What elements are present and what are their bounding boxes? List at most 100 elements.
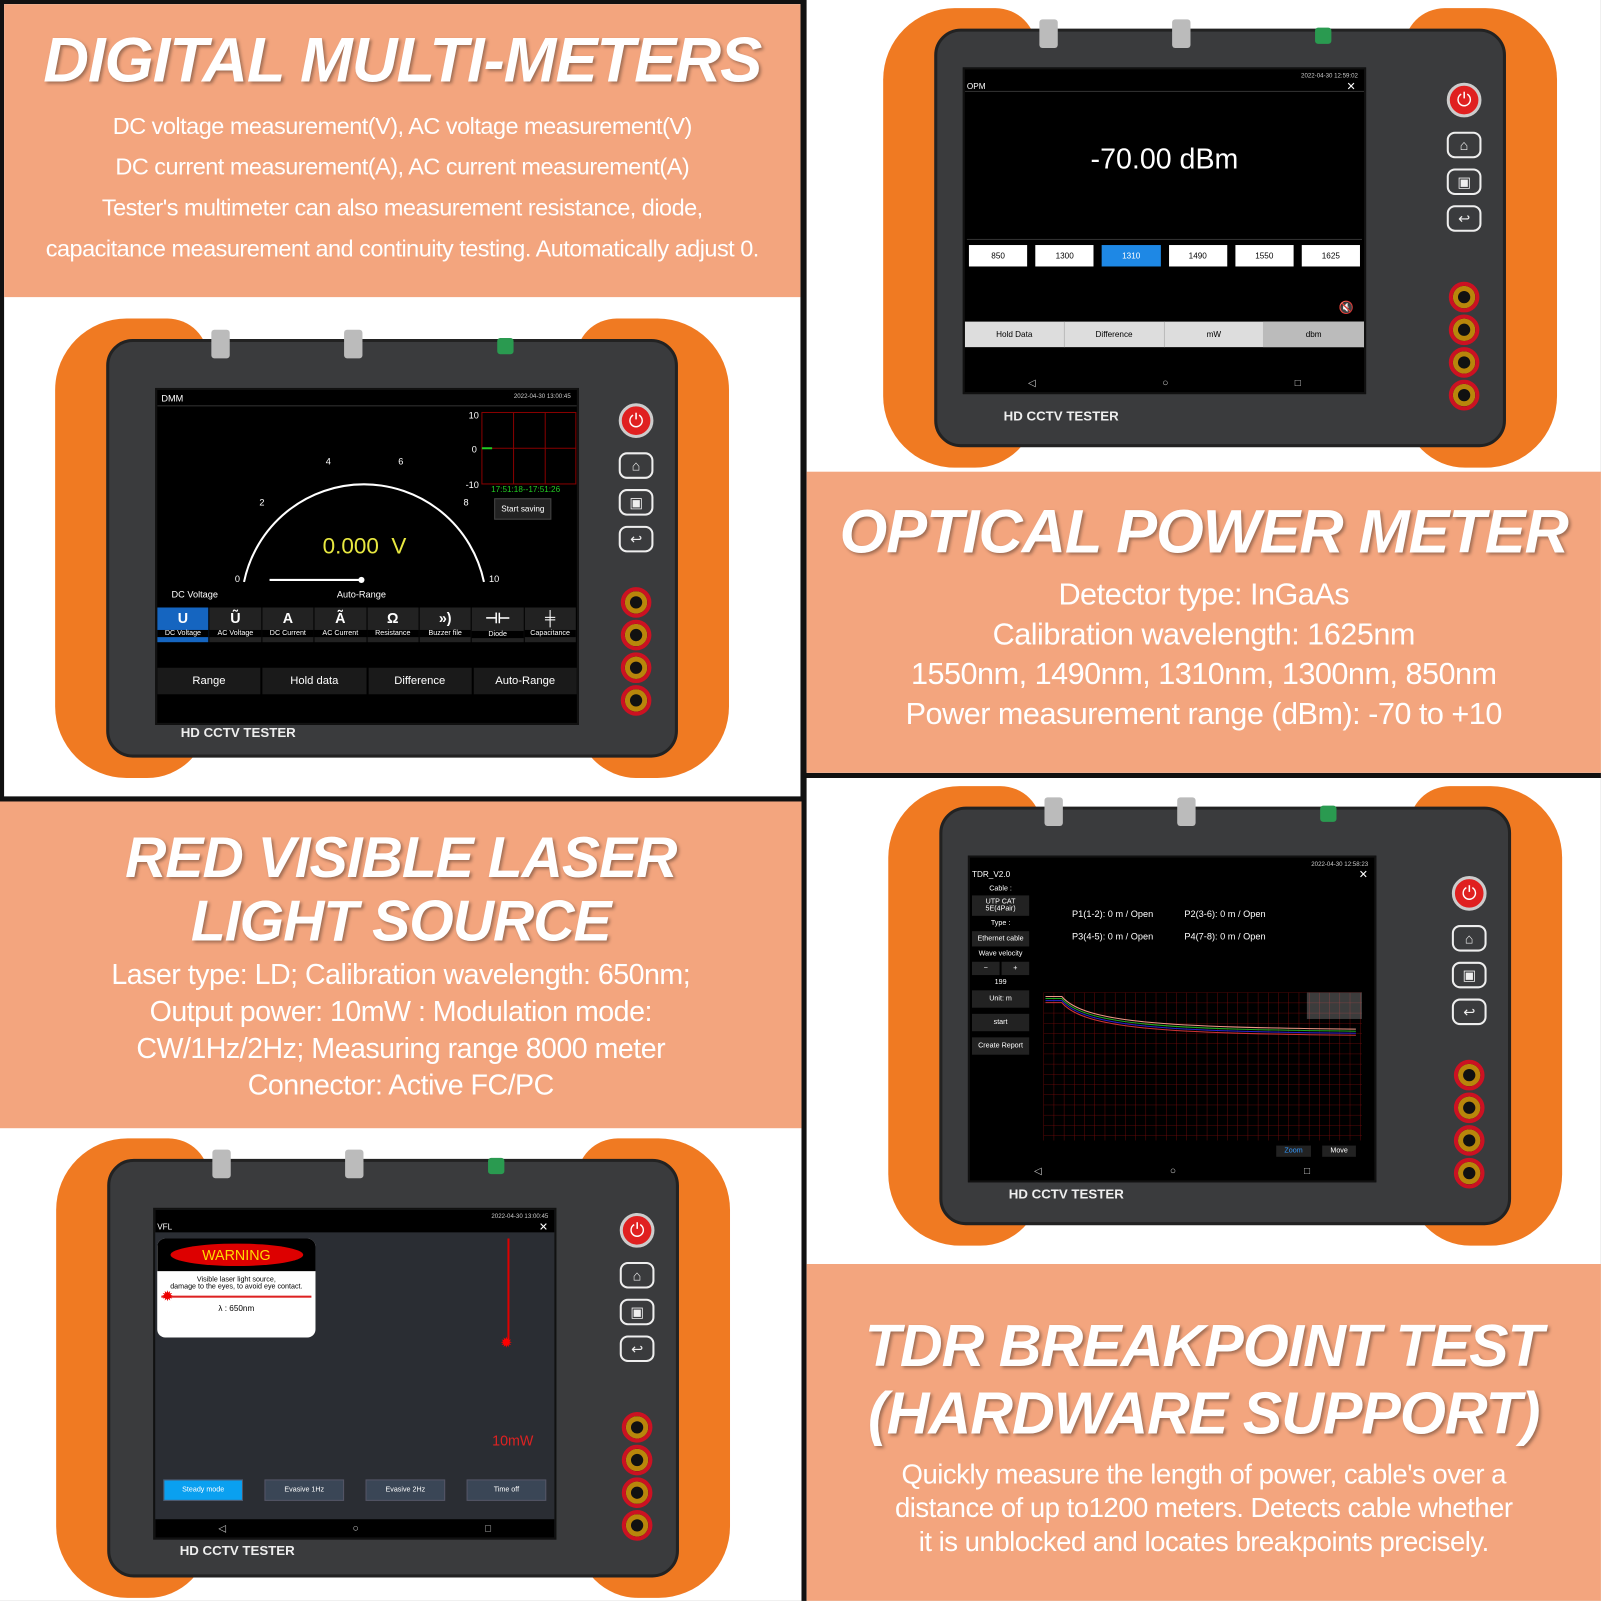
cable-select[interactable]: UTP CAT 5E(4Pair): [971, 895, 1030, 916]
function-icon: A: [282, 609, 294, 626]
gauge: [243, 411, 577, 583]
home-button[interactable]: ⌂: [1451, 925, 1487, 952]
back-button[interactable]: ↩: [1451, 998, 1487, 1026]
power-button[interactable]: ⏻: [618, 403, 654, 439]
wave-minus-button[interactable]: −: [971, 961, 1000, 976]
brand-label: HD CCTV TESTER: [179, 1542, 295, 1559]
power-button[interactable]: ⏻: [1446, 82, 1482, 118]
mode-button[interactable]: Time off: [466, 1479, 547, 1501]
mute-icon[interactable]: 🔇: [1338, 300, 1354, 315]
chart-tick: 10: [468, 410, 479, 421]
mode-button[interactable]: Evasive 1Hz: [264, 1479, 345, 1501]
mode-label: DC Voltage: [171, 589, 219, 600]
vfl-description: Laser type: LD; Calibration wavelength: …: [0, 957, 801, 1104]
wavelength-button[interactable]: 1490: [1168, 245, 1227, 267]
back-button[interactable]: ↩: [619, 1335, 655, 1363]
warning-title: WARNING: [169, 1243, 303, 1267]
mode-button[interactable]: Evasive 2Hz: [365, 1479, 446, 1501]
bottom-button[interactable]: Difference: [1065, 321, 1165, 348]
wavelength-label: λ : 650nm: [218, 1303, 255, 1314]
dmm-description: DC voltage measurement(V), AC voltage me…: [4, 105, 800, 268]
desc-line: Tester's multimeter can also measurement…: [101, 193, 703, 221]
laser-icon: ✹: [161, 1287, 174, 1304]
wave-plus-button[interactable]: +: [1001, 961, 1030, 976]
android-navbar: ◁○□: [964, 373, 1365, 393]
bottom-button[interactable]: Range: [157, 667, 261, 695]
back-button[interactable]: ↩: [1446, 205, 1482, 232]
home-button[interactable]: ⌂: [1446, 131, 1482, 159]
unit-button[interactable]: Unit: m: [971, 990, 1030, 1008]
desc-line: Quickly measure the length of power, cab…: [901, 1459, 1507, 1490]
function-icon: Ω: [387, 609, 399, 626]
function-icon: Ã: [335, 609, 346, 626]
function-tab[interactable]: ⊣⊢Diode: [471, 607, 524, 643]
close-icon[interactable]: ✕: [1346, 80, 1356, 93]
bottom-button[interactable]: mW: [1164, 321, 1265, 348]
status-datetime: 2022-04-30 13:00:45: [491, 1213, 549, 1221]
back-button[interactable]: ↩: [618, 525, 654, 553]
screen-button[interactable]: ▣: [1451, 961, 1487, 989]
home-button[interactable]: ⌂: [619, 1261, 655, 1289]
wavelength-button[interactable]: 1625: [1301, 245, 1361, 267]
function-icon: »): [438, 609, 452, 626]
move-button[interactable]: Move: [1322, 1145, 1357, 1157]
bottom-button[interactable]: Difference: [368, 667, 472, 695]
function-label: AC Voltage: [209, 629, 262, 638]
power-button[interactable]: ⏻: [1451, 876, 1487, 911]
desc-line: capacitance measurement and continuity t…: [45, 234, 760, 262]
dmm-panel: DIGITAL MULTI-METERS DC voltage measurem…: [4, 4, 801, 298]
create-report-button[interactable]: Create Report: [971, 1037, 1030, 1055]
function-icon: ╪: [545, 609, 556, 626]
screen-button[interactable]: ▣: [618, 489, 654, 516]
start-saving-button[interactable]: Start saving: [494, 498, 552, 520]
bottom-button[interactable]: Hold data: [262, 667, 367, 695]
screen-button[interactable]: ▣: [619, 1298, 655, 1326]
mode-buttons: Steady mode Evasive 1Hz Evasive 2Hz Time of…: [163, 1479, 547, 1501]
desc-line: DC voltage measurement(V), AC voltage me…: [112, 112, 693, 139]
function-tab[interactable]: »)Buzzer file: [419, 607, 471, 643]
power-button[interactable]: ⏻: [619, 1212, 655, 1248]
app-title: DMM: [161, 393, 184, 404]
wavelength-button[interactable]: 1550: [1235, 245, 1294, 267]
wavelength-button[interactable]: 850: [968, 245, 1028, 267]
desc-line: Laser type: LD; Calibration wavelength: …: [111, 958, 691, 991]
status-datetime: 2022-04-30 12:58:23: [1311, 861, 1369, 868]
wavelength-button[interactable]: 1310: [1102, 245, 1161, 267]
power-value: 10mW: [492, 1432, 534, 1449]
wave-velocity-label: Wave velocity: [978, 950, 1023, 958]
close-icon[interactable]: ✕: [538, 1221, 549, 1234]
connector: [211, 329, 230, 359]
chart-tick: 0: [471, 444, 477, 455]
bottom-button[interactable]: Hold Data: [965, 321, 1065, 348]
zoom-button[interactable]: Zoom: [1276, 1145, 1311, 1157]
opm-panel: OPTICAL POWER METER Detector type: InGaA…: [806, 471, 1601, 773]
bottom-button[interactable]: Auto-Range: [473, 667, 577, 695]
close-icon[interactable]: ✕: [1358, 868, 1369, 882]
mode-button[interactable]: Steady mode: [163, 1479, 243, 1501]
bottom-button[interactable]: dbm: [1264, 321, 1365, 348]
tdr-description: Quickly measure the length of power, cab…: [807, 1458, 1601, 1559]
function-icon: U: [177, 609, 189, 626]
wavelength-button[interactable]: 1300: [1035, 245, 1094, 267]
android-navbar: ◁○□: [969, 1161, 1375, 1181]
type-select[interactable]: Ethernet cable: [971, 931, 1030, 947]
gauge-tick: 8: [463, 497, 469, 508]
android-navbar: ◁○□: [155, 1519, 555, 1538]
function-tab[interactable]: ╪Capacitance: [524, 607, 576, 643]
home-button[interactable]: ⌂: [618, 452, 654, 479]
screen-button[interactable]: ▣: [1446, 168, 1482, 196]
start-button[interactable]: start: [971, 1013, 1030, 1032]
